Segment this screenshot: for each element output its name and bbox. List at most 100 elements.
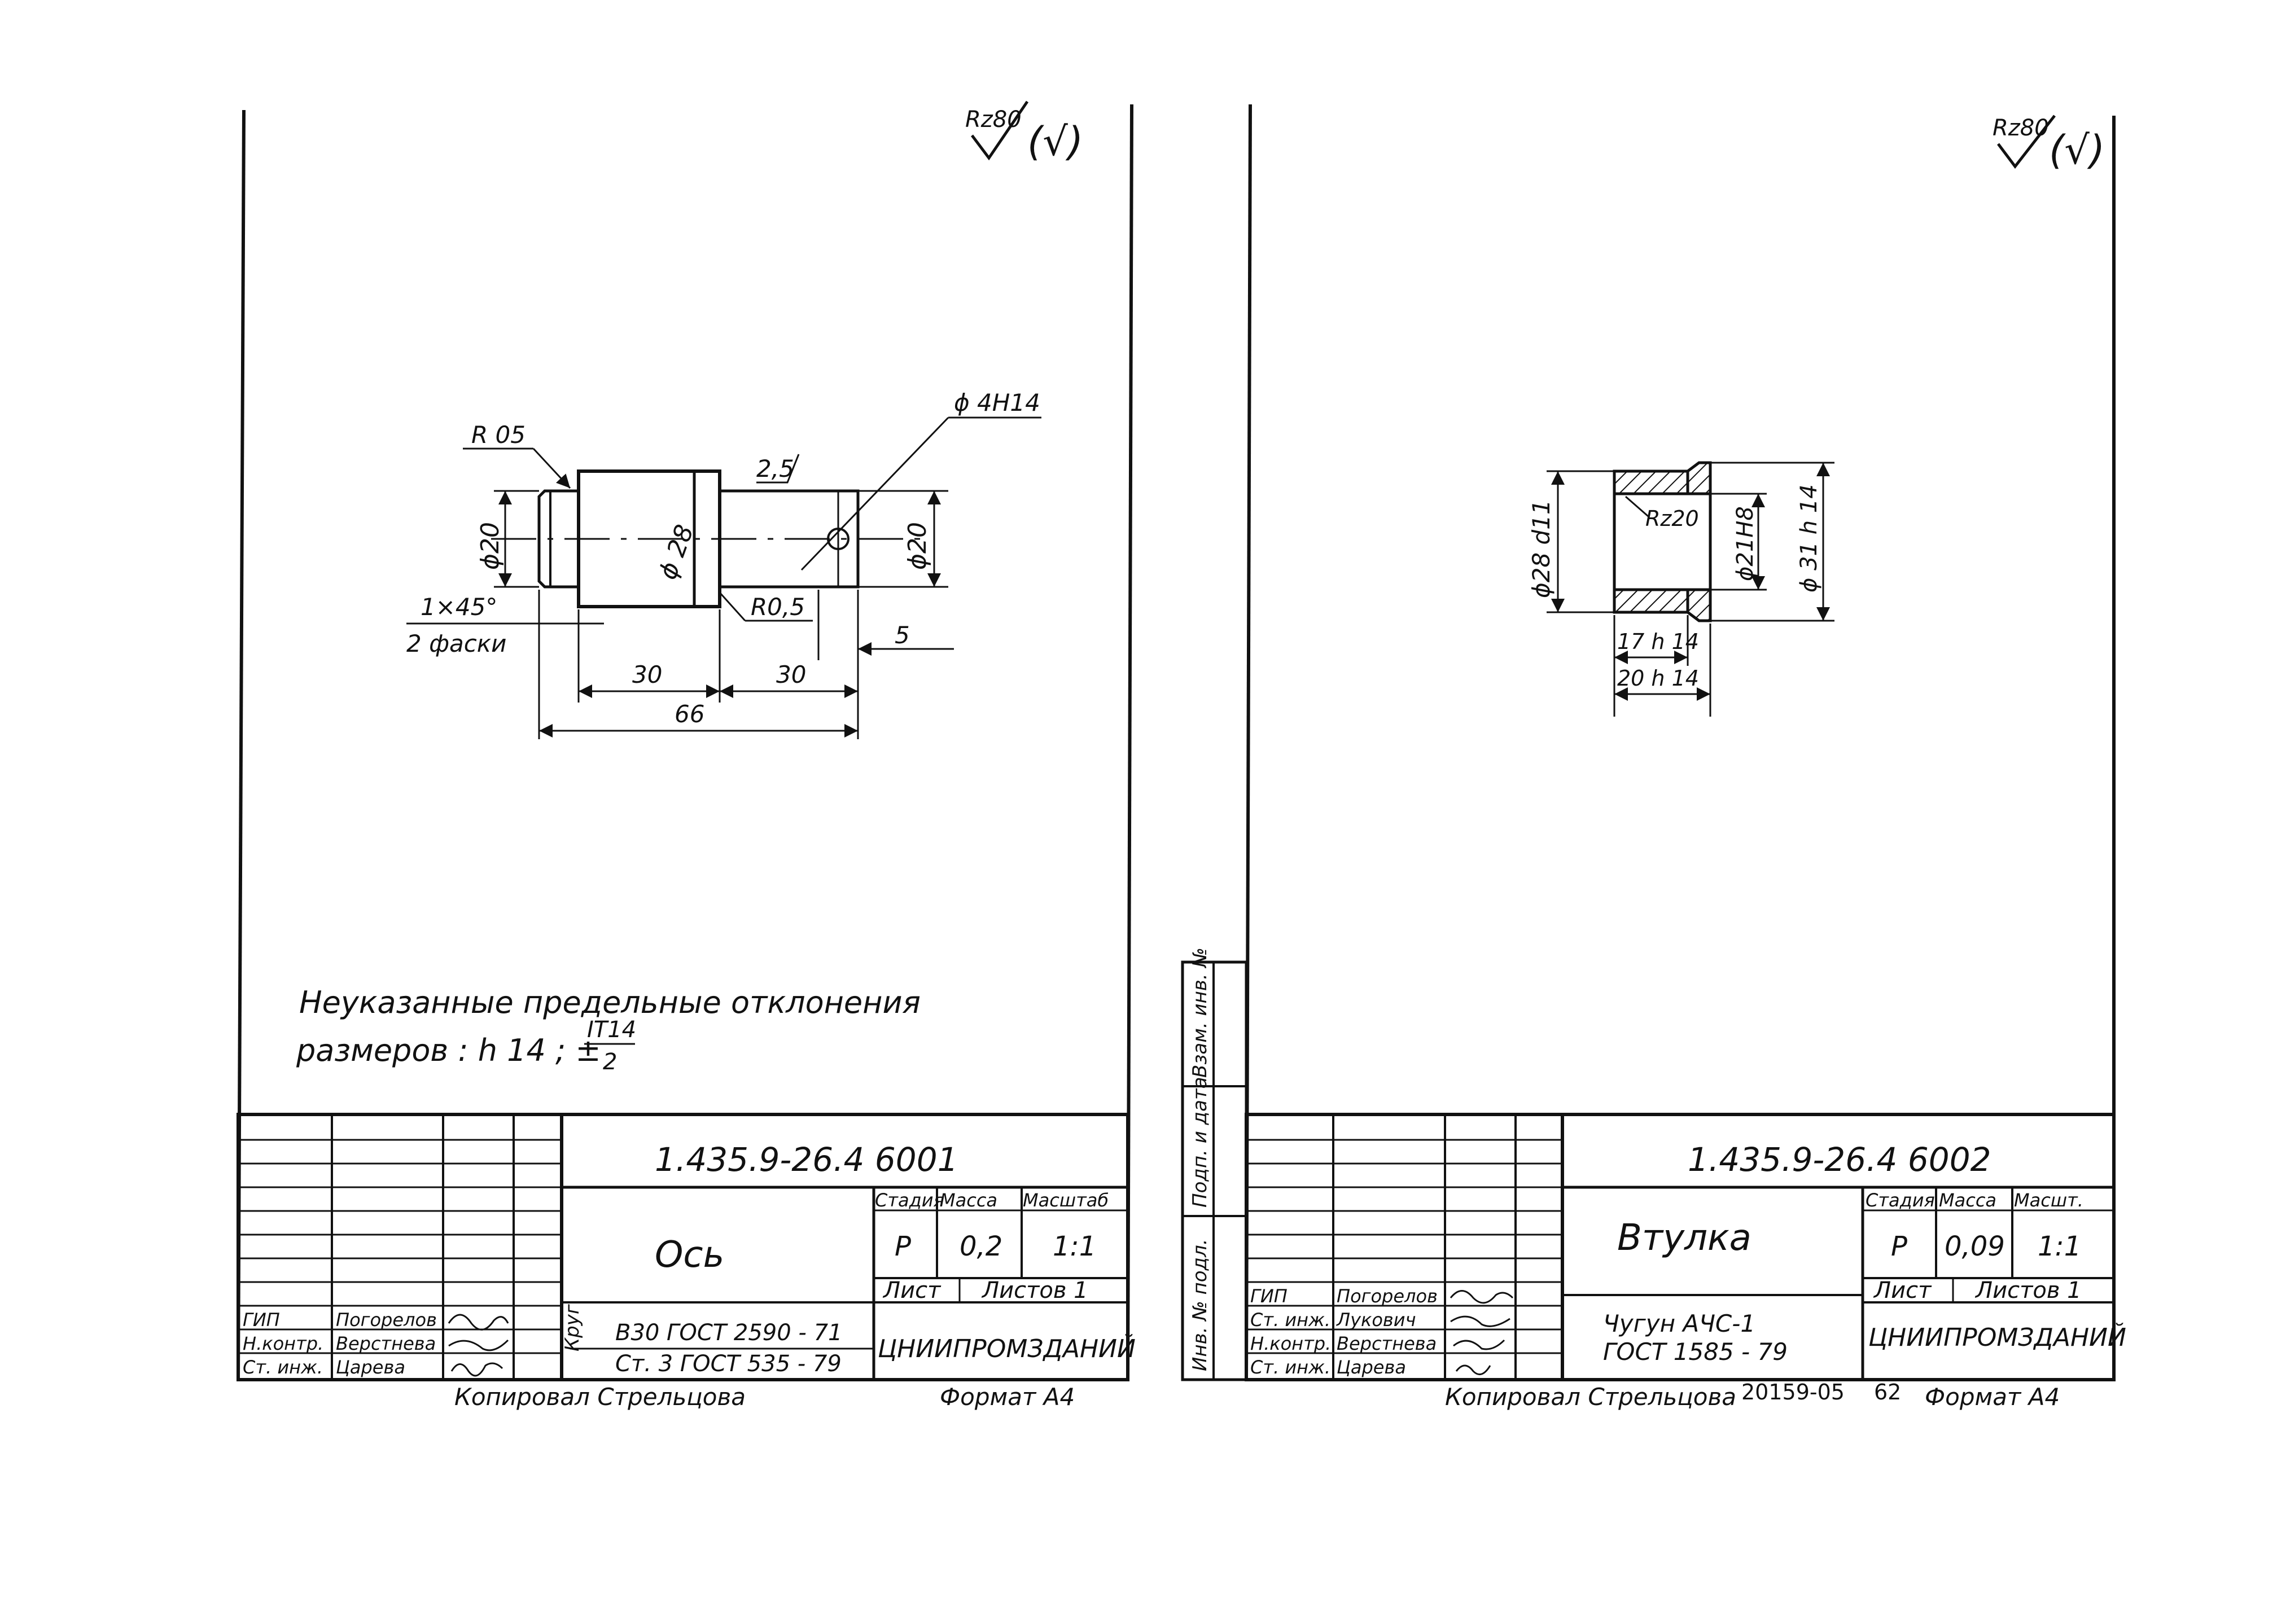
- dim-len20: 20 h 14: [1617, 666, 1699, 691]
- dim-d31: ϕ 31 h 14: [1796, 484, 1822, 592]
- note-frac-top: ΙT14: [587, 1017, 636, 1043]
- role-gip: ГИП: [1250, 1285, 1288, 1307]
- tolerance-note: Неуказанные предельные отклонения размер…: [296, 985, 921, 1075]
- note-frac-bottom: 2: [603, 1049, 617, 1075]
- material-line-1: B30 ГОСТ 2590 - 71: [615, 1320, 842, 1346]
- dim-d21: ϕ21H8: [1732, 506, 1758, 581]
- mass-label: Масса: [940, 1190, 997, 1211]
- title-block-frame: [1245, 1113, 2116, 1381]
- roughness-mark-right: Rz80 (√): [1993, 115, 2105, 173]
- role-gip: ГИП: [243, 1309, 280, 1331]
- left-drawing-sheet: Rz80 (√) ϕ20: [237, 100, 1136, 1411]
- signature-3: [450, 1362, 503, 1377]
- role-stinzh-2: Ст. инж.: [1250, 1357, 1330, 1378]
- stage-label: Стадия: [875, 1190, 944, 1211]
- sheets-label: Листов 1: [1974, 1278, 2082, 1303]
- dim-d28: ϕ28 d11: [1527, 499, 1555, 598]
- dim-r05b: R0,5: [751, 593, 805, 621]
- name-1: Погорелов: [336, 1309, 437, 1331]
- roughness-mark: Rz80 (√): [965, 100, 1083, 165]
- bushing-wall-bottom: [1613, 588, 1689, 614]
- name-4: Царева: [1337, 1357, 1406, 1378]
- name-2: Верстнева: [336, 1333, 436, 1354]
- footer-format: Формат A4: [940, 1383, 1075, 1411]
- name-3: Верстнева: [1337, 1333, 1437, 1354]
- stamp-vzam: Взам. инв. №: [1189, 947, 1211, 1078]
- r05b-leader: [719, 591, 746, 622]
- note-line-2: размеров : h 14 ; ±: [296, 1033, 601, 1068]
- role-stinzh-1: Ст. инж.: [1250, 1309, 1330, 1331]
- scale-label: Масшт.: [2014, 1190, 2083, 1211]
- name-2: Лукович: [1336, 1309, 1416, 1331]
- footer-format: Формат A4: [1925, 1383, 2060, 1411]
- dim-len66: 66: [675, 700, 704, 728]
- dim-len30a: 30: [632, 661, 662, 688]
- role-nkontr: Н.контр.: [1250, 1333, 1331, 1354]
- sheet-label: Лист: [882, 1278, 942, 1303]
- dim-len5: 5: [895, 621, 910, 649]
- dim-d20-right: ϕ20: [903, 522, 932, 570]
- signature-2: [448, 1339, 509, 1351]
- name-1: Погорелов: [1337, 1285, 1438, 1307]
- roughness-25-mark: [756, 454, 800, 484]
- title-grid-rows: [1246, 1139, 1562, 1354]
- roughness-label: Rz80: [965, 107, 1022, 133]
- roughness-check-icon: [971, 100, 1029, 161]
- name-3: Царева: [336, 1357, 405, 1378]
- material-prefix: Круг: [561, 1303, 584, 1351]
- organization: ЦНИИПРОМЗДАНИЙ: [878, 1333, 1136, 1363]
- scale-label: Масштаб: [1023, 1190, 1109, 1211]
- stage-value: Р: [1891, 1231, 1907, 1262]
- bushing-part-view: ϕ28 d11 Rz20 ϕ21H8 ϕ 31 h 14 17 h 14 20 …: [1527, 461, 1834, 717]
- doc-number: 1.435.9-26.4 6001: [655, 1140, 958, 1179]
- footer-copied: Копировал Стрельцова: [454, 1383, 746, 1411]
- hole-leader: [800, 416, 949, 571]
- dim-chamfer: 1×45°: [421, 593, 497, 621]
- axle-part-view: ϕ20 ϕ 28 ϕ20 R 05 2,5 ϕ 4H14 R0,5 1×45°: [406, 389, 1041, 739]
- part-name: Втулка: [1617, 1217, 1751, 1259]
- role-stinzh: Ст. инж.: [243, 1357, 323, 1378]
- mass-label: Масса: [1939, 1190, 1996, 1211]
- sheet-label: Лист: [1873, 1278, 1932, 1303]
- dim-rz20: Rz20: [1645, 506, 1699, 531]
- scale-value: 1:1: [1053, 1231, 1096, 1262]
- bushing-flange-top: [1686, 461, 1712, 495]
- footer-code: 20159-05: [1741, 1380, 1845, 1404]
- dim-d20-left: ϕ20: [476, 522, 505, 570]
- roughness-bracket: (√): [2049, 127, 2105, 173]
- dim-d28: ϕ 28: [653, 521, 699, 583]
- doc-number: 1.435.9-26.4 6002: [1688, 1140, 1991, 1179]
- right-drawing-sheet: Rz80 (√) ϕ28 d11 Rz20 ϕ21H8: [1181, 104, 2126, 1411]
- signature-4: [1455, 1364, 1491, 1376]
- roughness-bracket: (√): [1027, 118, 1083, 165]
- dim-len17: 17 h 14: [1617, 629, 1699, 654]
- roughness-25: 2,5: [756, 455, 794, 482]
- signature-3: [1453, 1339, 1505, 1350]
- dim-r05: R 05: [471, 421, 526, 449]
- material-line-1: Чугун АЧС-1: [1603, 1310, 1755, 1337]
- left-title-block: 1.435.9-26.4 6001 Стадия Масса Масштаб Р…: [237, 1113, 1136, 1381]
- bushing-flange-bottom: [1686, 588, 1712, 622]
- stamp-podp: Подп. и дата: [1189, 1077, 1211, 1208]
- rz20-leader: [1625, 495, 1649, 517]
- stamp-inv: Инв. № подл.: [1189, 1239, 1211, 1371]
- signature-1: [448, 1314, 509, 1331]
- title-block-frame: [237, 1113, 1129, 1381]
- material-line-2: ГОСТ 1585 - 79: [1603, 1338, 1788, 1366]
- dim-len30b: 30: [776, 661, 806, 688]
- title-grid-rows: [238, 1139, 562, 1354]
- material-line-2: Ст. 3 ГОСТ 535 - 79: [615, 1351, 842, 1377]
- part-name: Ось: [655, 1234, 724, 1276]
- dim-chamfer-note: 2 фаски: [406, 630, 506, 657]
- footer-page: 62: [1874, 1380, 1901, 1404]
- side-stamp-column: Взам. инв. № Подп. и дата Инв. № подл.: [1181, 947, 1248, 1381]
- r05-leader: [532, 447, 571, 489]
- roughness-check-icon: [1997, 115, 2056, 169]
- bushing-wall-top: [1613, 469, 1689, 495]
- signature-1: [1450, 1290, 1514, 1304]
- signature-2: [1450, 1315, 1510, 1327]
- axle-right-section: [720, 489, 860, 589]
- dim-hole: ϕ 4H14: [954, 389, 1040, 416]
- note-line-1: Неуказанные предельные отклонения: [299, 985, 921, 1020]
